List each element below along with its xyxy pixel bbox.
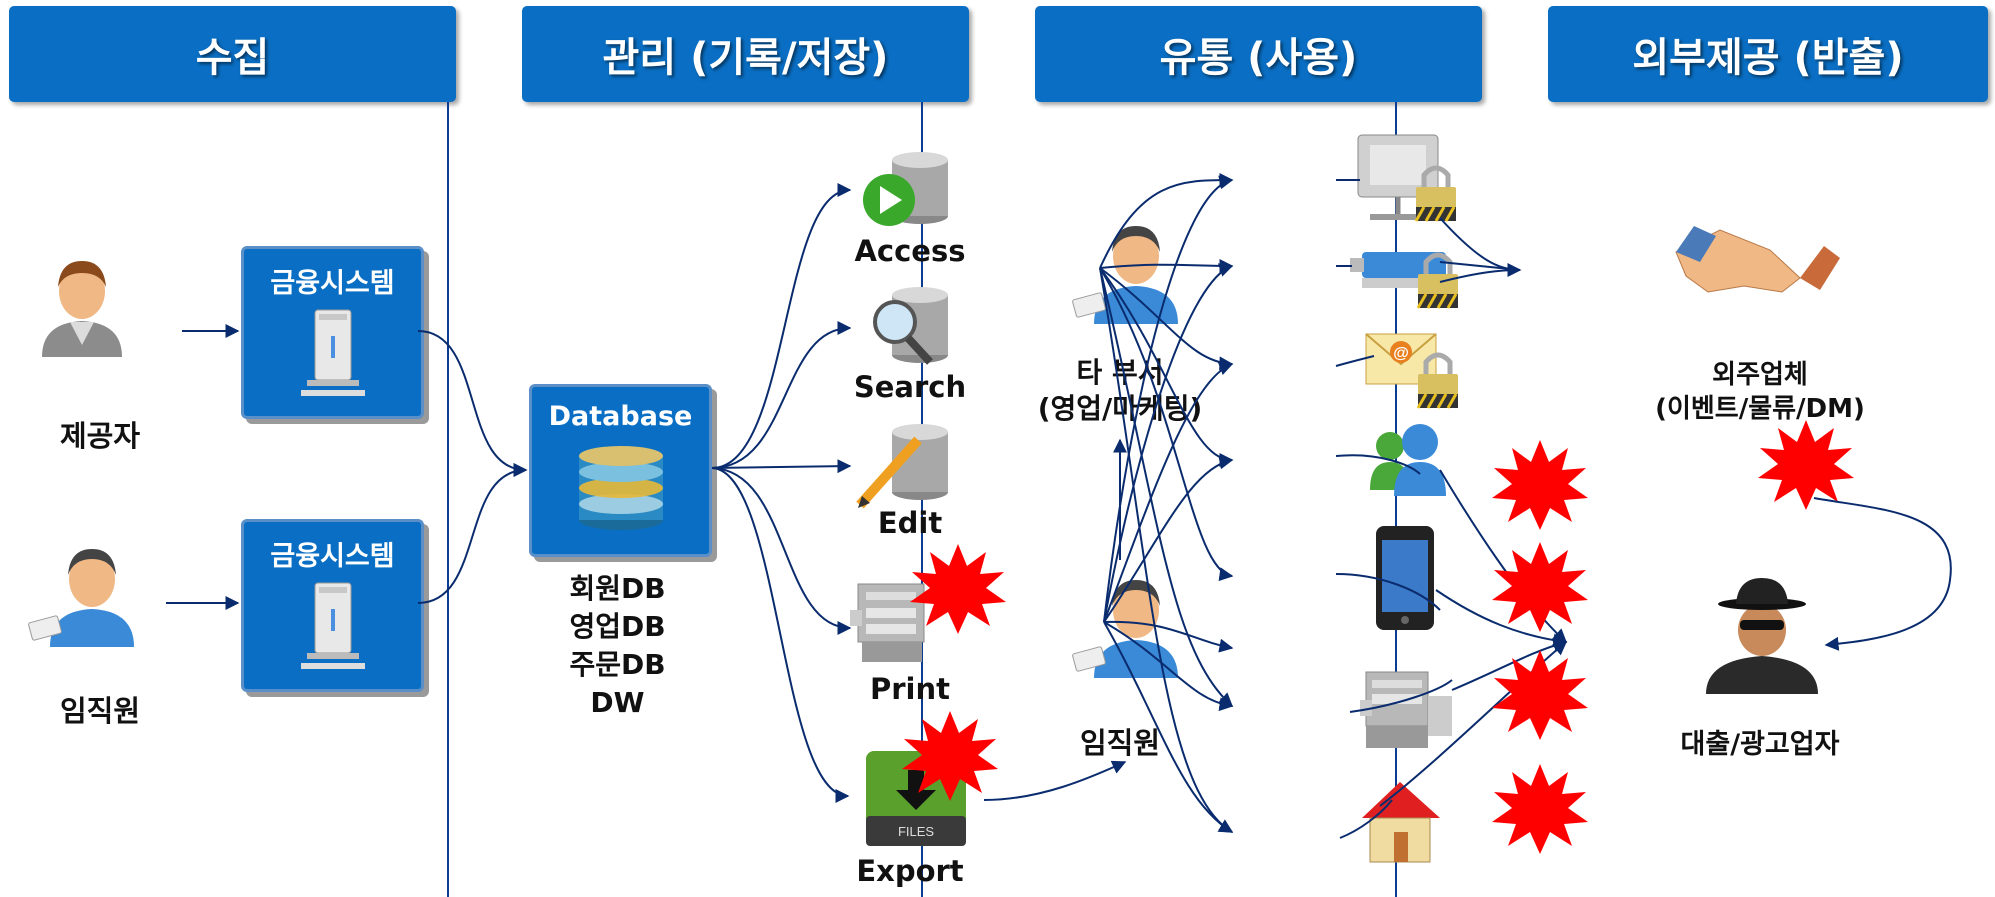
server-lock-icon — [1357, 134, 1439, 220]
printer-icon — [850, 583, 925, 662]
divider-line — [447, 102, 449, 897]
action-edit-label: Edit — [877, 506, 943, 540]
db-list: 회원DB 영업DB 주문DB DW — [550, 570, 685, 722]
db-item: 주문DB — [569, 648, 666, 681]
action-export-label: Export — [856, 854, 964, 888]
person-icon — [27, 548, 135, 648]
database-box: Database — [529, 384, 712, 557]
database-label: Database — [548, 401, 693, 432]
search-db-icon — [873, 287, 948, 365]
printer-icon — [1360, 671, 1452, 748]
financial-system-label: 금융시스템 — [270, 268, 395, 299]
action-access-label: Access — [854, 234, 966, 268]
download-icon — [896, 770, 936, 810]
spy-icon — [1706, 578, 1818, 694]
alert-burst-icon — [1492, 440, 1588, 530]
db-item: DW — [590, 686, 645, 719]
files-caption: FILES — [898, 824, 934, 839]
pencil-icon — [856, 436, 922, 509]
vendor-line1: 외주업체 — [1712, 360, 1808, 390]
financial-system-box: 금융시스템 — [241, 519, 424, 692]
header-collect: 수집 — [9, 6, 456, 102]
lock-icon — [1418, 355, 1458, 408]
header-usage: 유통 (사용) — [1035, 6, 1482, 102]
messenger-icon — [1370, 424, 1446, 496]
db-item: 영업DB — [569, 610, 666, 643]
alert-burst-icon — [1492, 764, 1588, 854]
provider-label: 제공자 — [59, 419, 141, 453]
svg-text:@: @ — [1393, 345, 1409, 362]
person-icon — [42, 261, 122, 357]
house-icon — [1362, 782, 1440, 863]
usage-employee-label: 임직원 — [1079, 726, 1161, 760]
alert-burst-icon — [1758, 420, 1854, 510]
header-external: 외부제공 (반출) — [1548, 6, 1988, 102]
divider-line — [1395, 102, 1397, 897]
alert-burst-icon — [1492, 542, 1588, 632]
action-search-label: Search — [853, 370, 967, 404]
phone-icon — [1376, 526, 1434, 630]
access-db-icon — [863, 152, 948, 226]
header-manage: 관리 (기록/저장) — [522, 6, 969, 102]
action-print-label: Print — [869, 672, 950, 706]
handshake-icon — [1675, 226, 1840, 293]
loan-ad-label: 대출/광고업자 — [1680, 729, 1840, 760]
db-item: 회원DB — [569, 572, 666, 605]
financial-system-box: 금융시스템 — [241, 246, 424, 419]
database-icon — [578, 446, 663, 530]
server-icon — [300, 309, 365, 396]
vendor-line2: (이벤트/물류/DM) — [1655, 394, 1865, 424]
server-icon — [300, 582, 365, 669]
magnifier-icon — [873, 300, 917, 344]
vendor-label: 외주업체 (이벤트/물류/DM) — [1620, 358, 1900, 426]
edit-db-icon — [856, 424, 948, 509]
financial-system-label: 금융시스템 — [270, 541, 395, 572]
employee-label: 임직원 — [59, 694, 141, 728]
